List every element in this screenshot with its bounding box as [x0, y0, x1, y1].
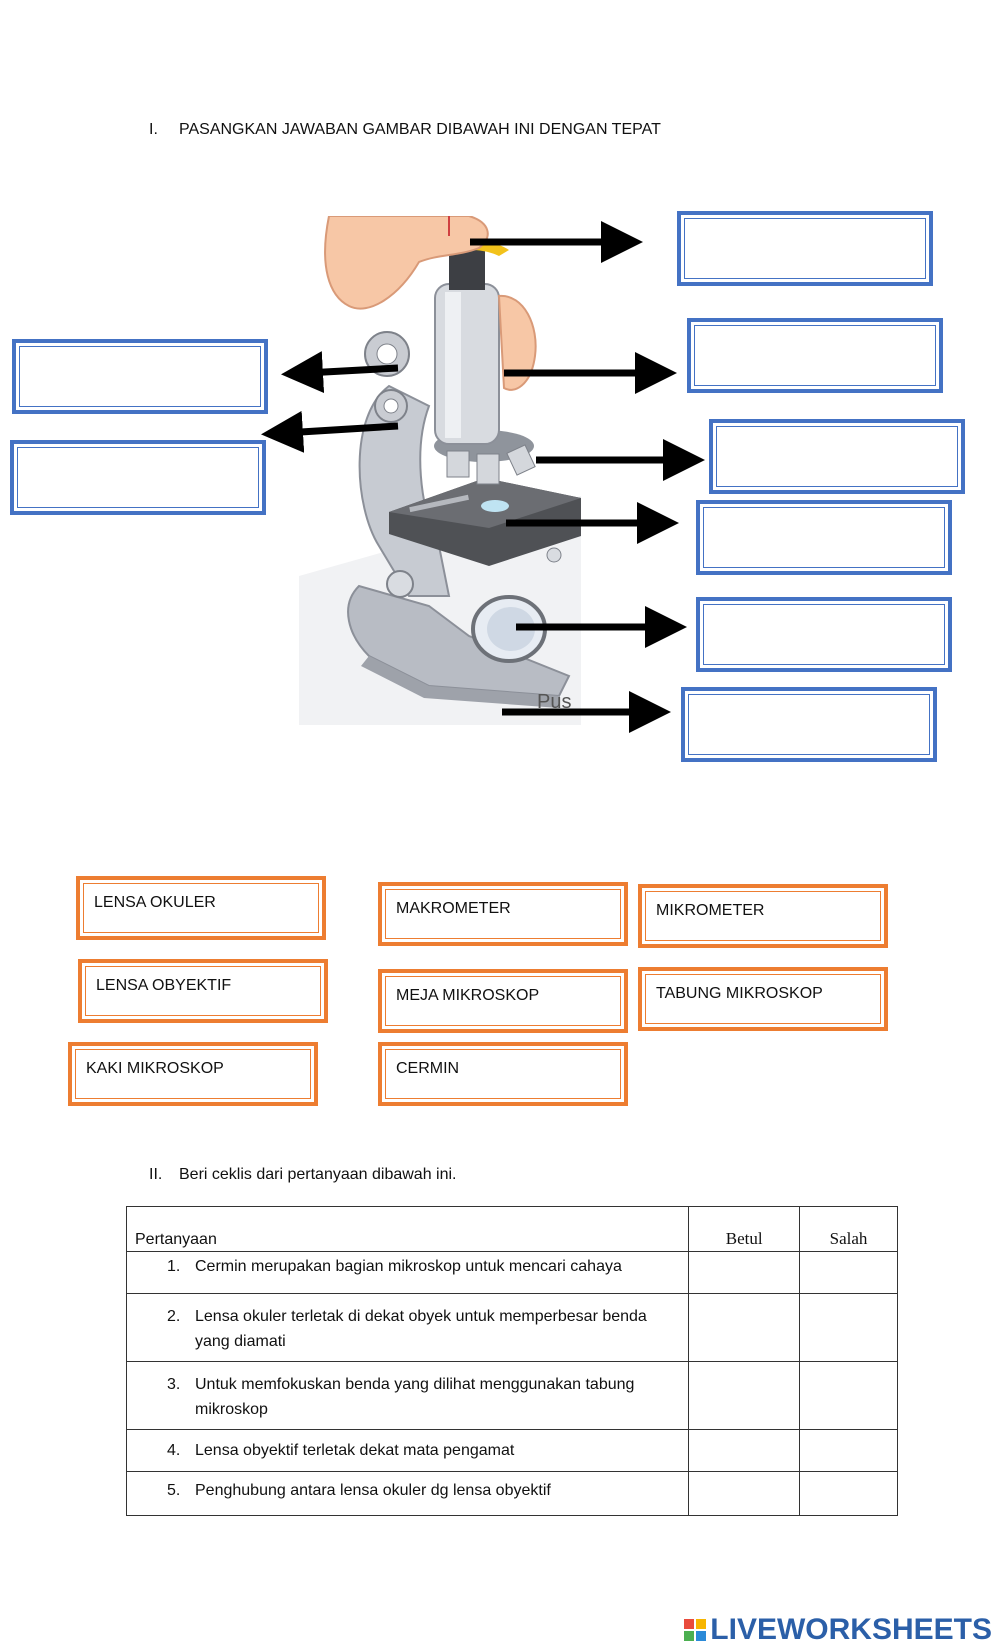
answer-box-7[interactable] [696, 597, 952, 672]
check-cell-true[interactable] [688, 1251, 801, 1294]
check-cell-false[interactable] [799, 1251, 898, 1294]
question-number: 3. [167, 1376, 181, 1393]
check-cell-false[interactable] [799, 1293, 898, 1362]
question-cell: 5. Penghubung antara lensa okuler dg lens… [125, 1471, 690, 1516]
arrow-coarse-knob [281, 351, 399, 394]
question-cell: 1. Cermin merupakan bagian mikroskop untu… [125, 1251, 690, 1294]
word-card-cermin[interactable]: CERMIN [378, 1042, 628, 1106]
word-card-label: KAKI MIKROSKOP [86, 1060, 224, 1077]
word-card-lensa-obyektif[interactable]: LENSA OBYEKTIF [78, 959, 328, 1023]
table-row: 2. Lensa okuler terletak di dekat obyek u… [125, 1293, 898, 1362]
table-row: 4. Lensa obyektif terletak dekat mata pen… [125, 1429, 898, 1472]
section1-title: PASANGKAN JAWABAN GAMBAR DIBAWAH INI DEN… [179, 121, 661, 138]
image-caption-fragment: Pus [537, 691, 571, 713]
question-table: Pertanyaan Betul Salah 1. Cermin merupaka… [125, 1206, 898, 1516]
answer-box-2[interactable] [12, 339, 268, 414]
logo-squares-icon [684, 1619, 707, 1641]
liveworksheets-logo[interactable]: LIVEWORKSHEETS [684, 1613, 992, 1647]
word-card-makrometer[interactable]: MAKROMETER [378, 882, 628, 946]
header-true: Betul [688, 1206, 801, 1252]
answer-box-6[interactable] [696, 500, 952, 575]
table-row: 5. Penghubung antara lensa okuler dg lens… [125, 1471, 898, 1516]
question-number: 2. [167, 1308, 181, 1325]
question-cell: 3. Untuk memfokuskan benda yang dilihat m… [125, 1361, 690, 1430]
section2-heading: II. Beri ceklis dari pertanyaan dibawah i… [149, 1166, 456, 1184]
check-cell-true[interactable] [688, 1293, 801, 1362]
question-number: 5. [167, 1482, 181, 1499]
logo-square-green [684, 1631, 695, 1641]
arrows-layer [261, 221, 705, 733]
microscope-image: Pus [299, 216, 581, 725]
word-card-label: MEJA MIKROSKOP [396, 987, 540, 1004]
logo-text: LIVEWORKSHEETS [710, 1613, 992, 1646]
answer-box-8[interactable] [681, 687, 937, 762]
table-row: 1. Cermin merupakan bagian mikroskop untu… [125, 1251, 898, 1294]
table-row: 3. Untuk memfokuskan benda yang dilihat m… [125, 1361, 898, 1430]
word-card-mikrometer[interactable]: MIKROMETER [638, 884, 888, 948]
question-text: Cermin merupakan bagian mikroskop untuk … [195, 1258, 622, 1275]
logo-square-yellow [696, 1619, 707, 1629]
question-text: Untuk memfokuskan benda yang dilihat men… [195, 1376, 635, 1418]
word-card-label: MIKROMETER [656, 902, 765, 919]
check-cell-true[interactable] [688, 1429, 801, 1472]
word-card-tabung-mikroskop[interactable]: TABUNG MIKROSKOP [638, 967, 888, 1031]
section2-number: II. [149, 1166, 163, 1183]
section2-title: Beri ceklis dari pertanyaan dibawah ini. [179, 1166, 457, 1183]
answer-box-1[interactable] [677, 211, 933, 286]
check-cell-false[interactable] [799, 1429, 898, 1472]
check-cell-true[interactable] [688, 1361, 801, 1430]
logo-square-blue [696, 1631, 707, 1641]
word-card-label: TABUNG MIKROSKOP [656, 985, 823, 1002]
question-text: Lensa obyektif terletak dekat mata penga… [195, 1442, 515, 1459]
answer-box-3[interactable] [10, 440, 266, 515]
question-number: 1. [167, 1258, 181, 1275]
table-header-row: Pertanyaan Betul Salah [125, 1206, 898, 1252]
section1-number: I. [149, 121, 158, 138]
answer-box-4[interactable] [687, 318, 943, 393]
check-cell-true[interactable] [688, 1471, 801, 1516]
word-card-label: MAKROMETER [396, 900, 511, 917]
word-card-kaki-mikroskop[interactable]: KAKI MIKROSKOP [68, 1042, 318, 1106]
header-false: Salah [799, 1206, 898, 1252]
word-card-meja-mikroskop[interactable]: MEJA MIKROSKOP [378, 969, 628, 1033]
header-question: Pertanyaan [125, 1206, 690, 1252]
question-number: 4. [167, 1442, 181, 1459]
check-cell-false[interactable] [799, 1361, 898, 1430]
question-cell: 2. Lensa okuler terletak di dekat obyek u… [125, 1293, 690, 1362]
word-card-label: CERMIN [396, 1060, 460, 1077]
answer-box-5[interactable] [709, 419, 965, 494]
arrow-fine-knob [261, 410, 399, 453]
word-card-label: LENSA OBYEKTIF [96, 977, 232, 994]
word-card-label: LENSA OKULER [94, 894, 216, 911]
question-cell: 4. Lensa obyektif terletak dekat mata pen… [125, 1429, 690, 1472]
logo-square-red [684, 1619, 695, 1629]
section1-heading: I. PASANGKAN JAWABAN GAMBAR DIBAWAH INI D… [149, 121, 661, 139]
question-text: Penghubung antara lensa okuler dg lensa … [195, 1482, 551, 1499]
question-text: Lensa okuler terletak di dekat obyek unt… [195, 1308, 647, 1350]
check-cell-false[interactable] [799, 1471, 898, 1516]
word-card-lensa-okuler[interactable]: LENSA OKULER [76, 876, 326, 940]
